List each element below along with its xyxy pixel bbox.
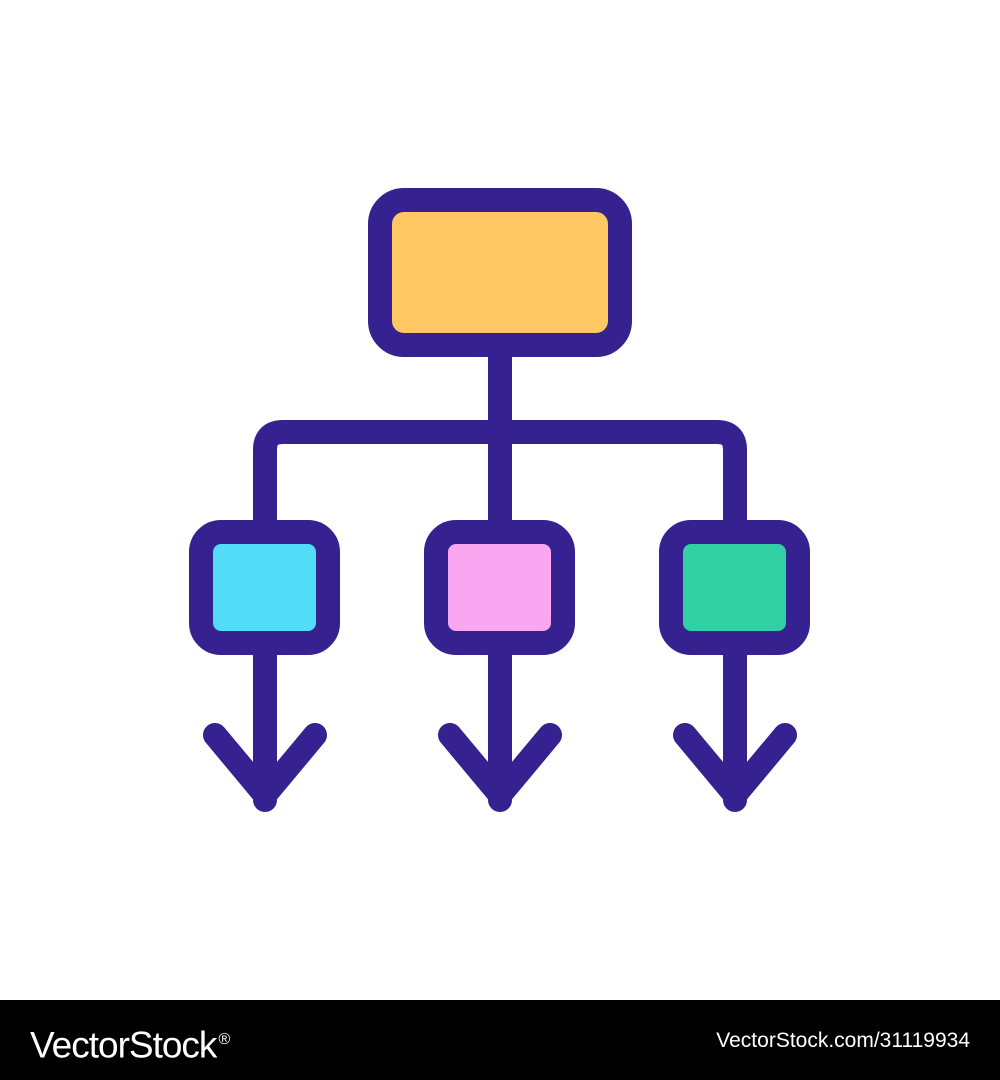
registered-mark: ® [218, 1031, 231, 1048]
child-node-1 [189, 520, 340, 655]
watermark-footer: VectorStock® VectorStock.com/31119934 [0, 1000, 1000, 1080]
brand-logo: VectorStock® [30, 1017, 230, 1068]
arrow-down-icon [673, 643, 797, 812]
root-node [368, 188, 632, 357]
child-node-2 [424, 520, 575, 655]
brand-name: VectorStock [30, 1024, 217, 1066]
image-id: VectorStock.com/31119934 [716, 1029, 970, 1052]
arrow-down-icon [203, 643, 327, 812]
child-node-3 [659, 520, 810, 655]
icon-canvas [189, 188, 810, 812]
hierarchy-diagram-icon [189, 188, 810, 812]
connector-branch [253, 420, 747, 532]
arrow-down-icon [438, 643, 562, 812]
